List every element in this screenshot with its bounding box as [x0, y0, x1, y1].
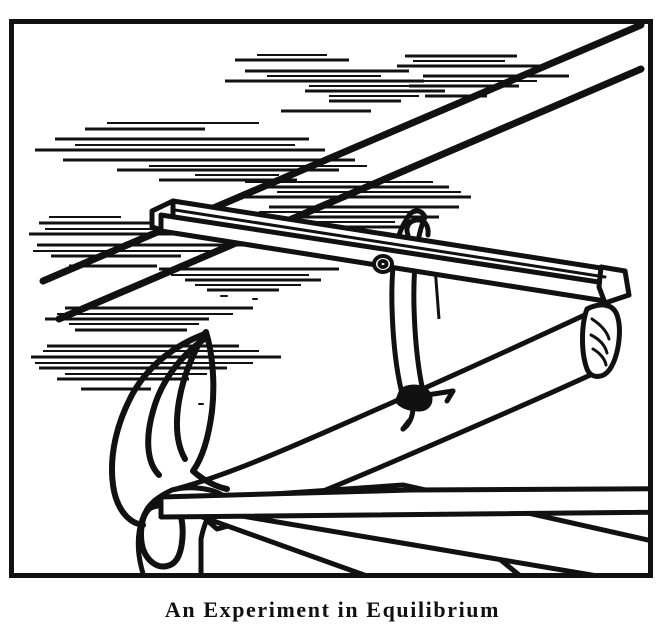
hammer-claw-prong — [190, 329, 230, 492]
hammer — [109, 302, 622, 578]
rail-line-upper — [39, 21, 645, 285]
string-over-ruler — [404, 208, 428, 222]
sky-hatching — [29, 54, 569, 405]
ruler-pivot-ring — [372, 254, 394, 274]
rail-beam — [39, 21, 645, 323]
string-knot — [395, 384, 456, 432]
hammer-claw-split — [174, 330, 208, 462]
hammer-claw-inner — [145, 334, 210, 478]
rail-line-lower — [55, 65, 645, 323]
illustration-svg — [9, 19, 653, 578]
figure-border — [9, 19, 653, 578]
ruler-slab-top — [158, 486, 653, 520]
figure-frame — [9, 19, 653, 578]
figure-caption: An Experiment in Equilibrium — [164, 597, 501, 622]
ruler-stick — [158, 486, 653, 520]
ruler-groove — [173, 208, 607, 279]
string-right-strand — [411, 214, 428, 394]
string-over-ruler-top — [404, 217, 431, 238]
hammer-claw-outer — [109, 331, 208, 528]
ruler-right-endcap — [596, 264, 632, 306]
hammer-cap-shading — [589, 317, 611, 367]
